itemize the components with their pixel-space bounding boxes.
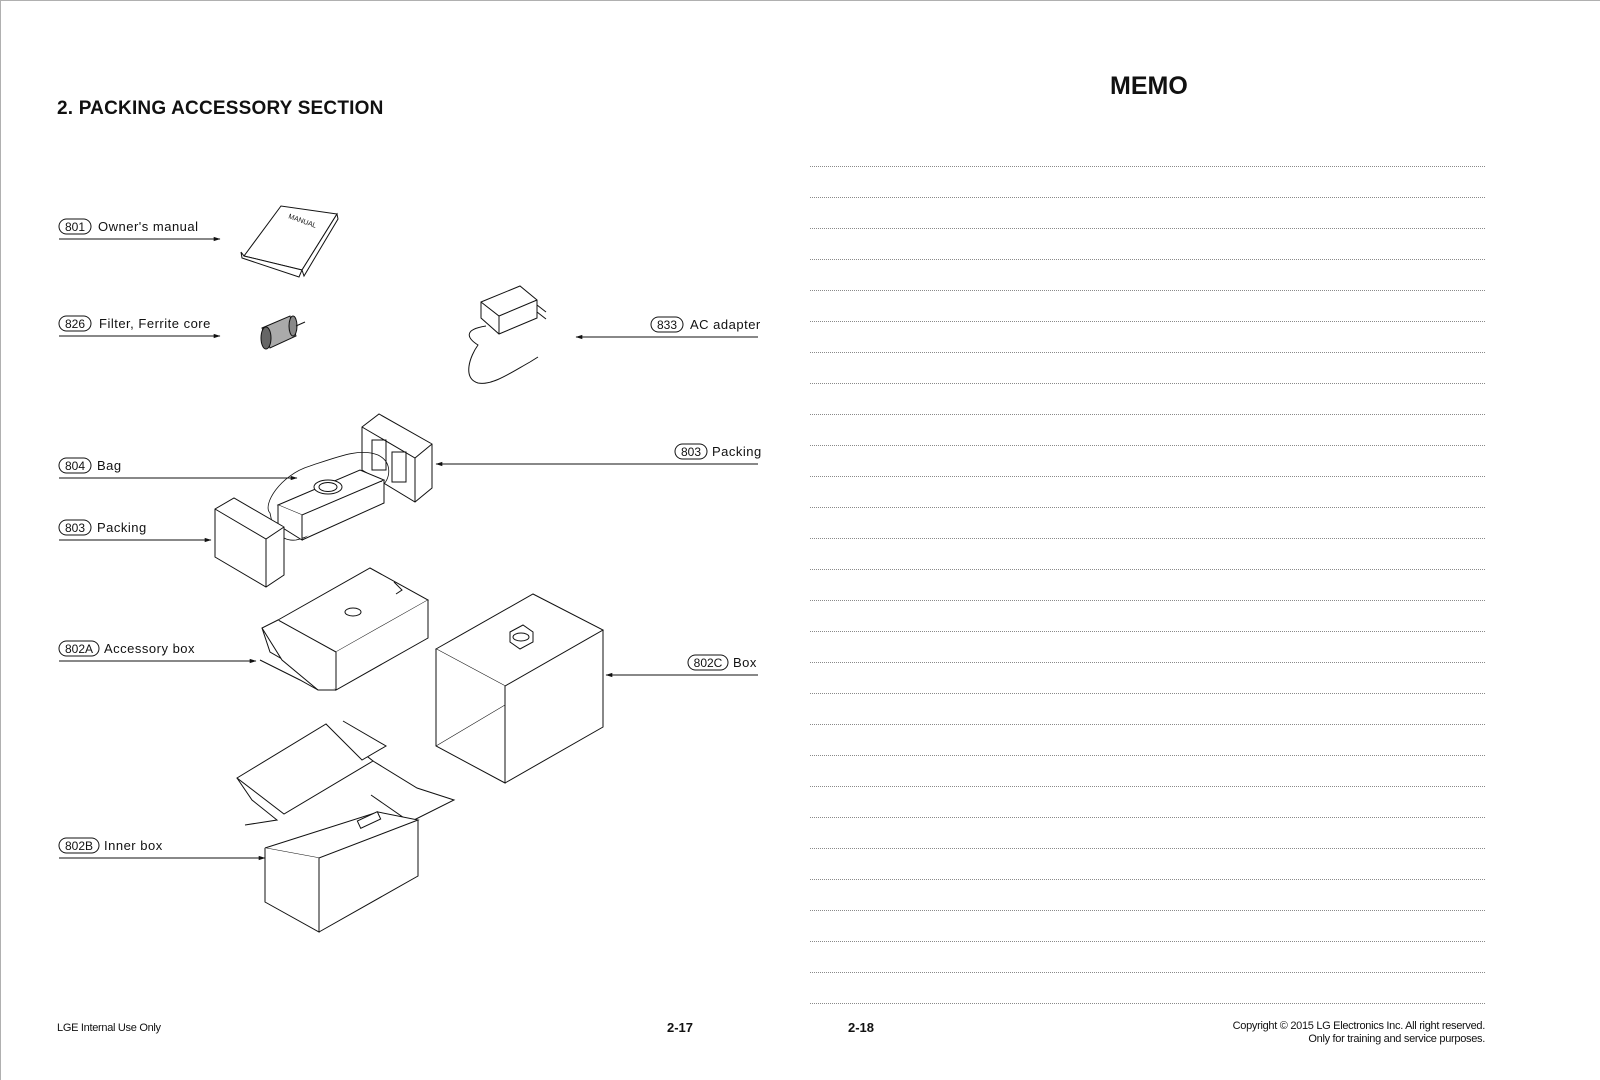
memo-line xyxy=(810,507,1485,508)
page-left-edge xyxy=(0,0,1,1080)
memo-line xyxy=(810,724,1485,725)
label-802a: 802A Accessory box xyxy=(58,640,257,664)
ferrite-core-illustration xyxy=(260,315,306,350)
svg-text:802C: 802C xyxy=(694,656,723,670)
svg-text:Box: Box xyxy=(733,655,757,670)
memo-line xyxy=(810,538,1485,539)
page-number-left: 2-17 xyxy=(667,1020,694,1035)
memo-line xyxy=(810,786,1485,787)
label-802c: 802C Box xyxy=(605,654,758,678)
label-826: 826 Filter, Ferrite core xyxy=(58,315,221,339)
memo-line xyxy=(810,693,1485,694)
svg-text:804: 804 xyxy=(65,459,85,473)
svg-text:Owner's manual: Owner's manual xyxy=(98,219,199,234)
svg-text:Bag: Bag xyxy=(97,458,122,473)
memo-line xyxy=(810,1003,1485,1004)
svg-text:Packing: Packing xyxy=(97,520,147,535)
label-803-right: 803 Packing xyxy=(435,443,762,467)
inner-box-illustration xyxy=(236,720,456,933)
copyright-line-1: Copyright © 2015 LG Electronics Inc. All… xyxy=(1232,1020,1486,1032)
owners-manual-illustration: MANUAL xyxy=(240,205,339,278)
outer-box-illustration xyxy=(434,593,605,784)
label-802b: 802B Inner box xyxy=(58,837,266,861)
svg-text:826: 826 xyxy=(65,317,85,331)
memo-line xyxy=(810,166,1485,167)
svg-text:803: 803 xyxy=(681,445,701,459)
memo-line xyxy=(810,817,1485,818)
memo-line xyxy=(810,228,1485,229)
memo-line xyxy=(810,445,1485,446)
memo-line xyxy=(810,972,1485,973)
svg-text:Filter, Ferrite core: Filter, Ferrite core xyxy=(99,316,211,331)
svg-text:Inner box: Inner box xyxy=(104,838,163,853)
svg-text:802A: 802A xyxy=(65,642,93,656)
memo-line xyxy=(810,259,1485,260)
memo-line xyxy=(810,569,1485,570)
accessory-box-illustration xyxy=(259,567,430,691)
memo-line xyxy=(810,941,1485,942)
label-833: 833 AC adapter xyxy=(575,316,761,340)
memo-line xyxy=(810,414,1485,415)
memo-line xyxy=(810,383,1485,384)
label-801: 801 Owner's manual xyxy=(58,218,221,242)
ac-adapter-illustration xyxy=(468,285,547,384)
svg-text:833: 833 xyxy=(657,318,677,332)
section-title: 2. PACKING ACCESSORY SECTION xyxy=(57,98,384,119)
svg-text:801: 801 xyxy=(65,220,85,234)
copyright-line-2: Only for training and service purposes. xyxy=(1308,1033,1485,1045)
memo-line xyxy=(810,662,1485,663)
page-top-edge xyxy=(0,0,1600,1)
label-803-left: 803 Packing xyxy=(58,519,212,543)
svg-text:AC adapter: AC adapter xyxy=(690,317,761,332)
label-804: 804 Bag xyxy=(58,457,298,481)
memo-line xyxy=(810,600,1485,601)
memo-line xyxy=(810,352,1485,353)
speaker-bag-illustration xyxy=(267,452,390,541)
memo-title: MEMO xyxy=(1110,72,1188,100)
svg-text:802B: 802B xyxy=(65,839,93,853)
memo-line xyxy=(810,197,1485,198)
svg-text:Accessory box: Accessory box xyxy=(104,641,195,656)
memo-line xyxy=(810,321,1485,322)
page-number-right: 2-18 xyxy=(848,1020,875,1035)
footer-copyright: Copyright © 2015 LG Electronics Inc. All… xyxy=(1232,1020,1486,1046)
packing-left-illustration xyxy=(214,497,285,588)
memo-line xyxy=(810,631,1485,632)
memo-line xyxy=(810,910,1485,911)
memo-line xyxy=(810,290,1485,291)
memo-line xyxy=(810,755,1485,756)
memo-line xyxy=(810,476,1485,477)
footer-internal-use: LGE Internal Use Only xyxy=(57,1022,161,1034)
memo-line xyxy=(810,879,1485,880)
svg-text:803: 803 xyxy=(65,521,85,535)
memo-line xyxy=(810,848,1485,849)
memo-lines xyxy=(810,166,1485,1034)
svg-text:Packing: Packing xyxy=(712,444,762,459)
